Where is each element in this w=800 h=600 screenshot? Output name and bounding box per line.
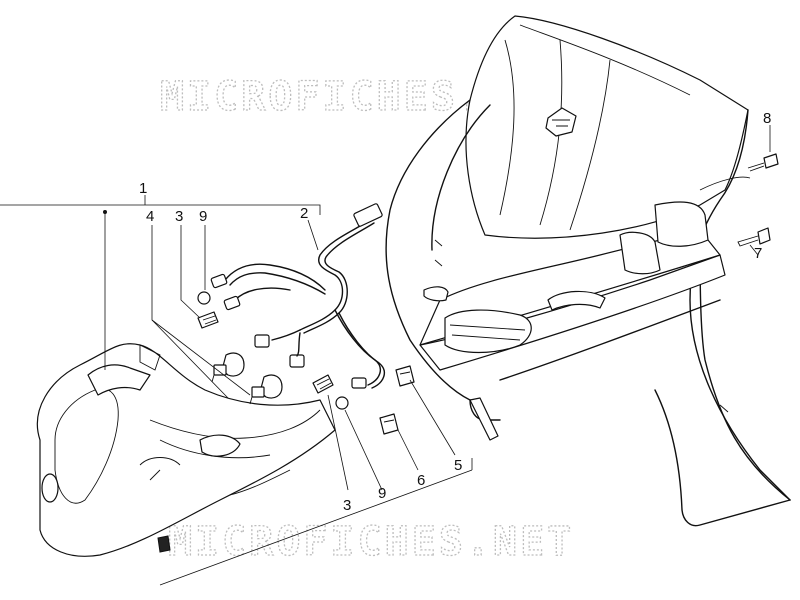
small-bulbs bbox=[197, 291, 349, 410]
callout-8: 8 bbox=[763, 110, 771, 127]
watermark-bottom: MICROFICHES.NET bbox=[168, 519, 574, 565]
callout-9-top: 9 bbox=[199, 208, 207, 225]
callout-4: 4 bbox=[146, 208, 154, 225]
leader-lines bbox=[151, 125, 771, 491]
clips bbox=[379, 365, 415, 435]
callout-3-top: 3 bbox=[175, 208, 183, 225]
callout-7: 7 bbox=[754, 245, 762, 262]
wiring-harness bbox=[210, 203, 386, 389]
callout-1: 1 bbox=[139, 180, 147, 197]
assembly-bracket bbox=[0, 195, 473, 586]
callout-5: 5 bbox=[454, 457, 462, 474]
headlight-housing bbox=[36, 343, 336, 557]
headlight-bulbs bbox=[211, 352, 283, 405]
front-shield-assembly bbox=[385, 15, 791, 527]
callout-9-bottom: 9 bbox=[378, 485, 386, 502]
callout-3-bottom: 3 bbox=[343, 497, 351, 514]
screws bbox=[737, 153, 779, 247]
callout-2: 2 bbox=[300, 205, 308, 222]
callout-labels: 1 2 4 3 9 3 9 6 5 7 8 bbox=[139, 110, 771, 514]
callout-6: 6 bbox=[417, 472, 425, 489]
